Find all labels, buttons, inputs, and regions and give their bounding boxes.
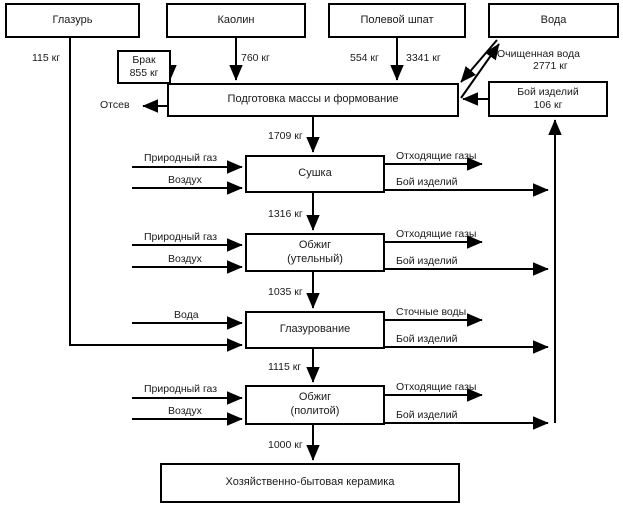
- label-to-glazing: 1035 кг: [268, 286, 303, 298]
- wire-water-to-main: [460, 39, 498, 83]
- label-glost-scrap: Бой изделий: [396, 409, 458, 421]
- label-glazing-scrap: Бой изделий: [396, 333, 458, 345]
- process-box-main-preparation[interactable]: Подготовка массы и формование: [167, 83, 459, 117]
- process-box-drying-label: Сушка: [298, 167, 332, 180]
- scrap-box[interactable]: Бой изделий 106 кг: [488, 81, 608, 117]
- label-to-drying: 1709 кг: [268, 130, 303, 142]
- label-glaze-qty: 115 кг: [32, 52, 61, 64]
- reject-box[interactable]: Брак 855 кг: [117, 50, 171, 84]
- label-drying-natural-gas: Природный газ: [144, 152, 218, 164]
- scrap-box-line1: Бой изделий: [517, 85, 579, 98]
- process-box-glost-firing-line1: Обжиг: [298, 391, 332, 404]
- label-clean-water-line2: 2771 кг: [533, 60, 568, 72]
- label-glost-flue-gases: Отходящие газы: [396, 381, 477, 393]
- label-drying-air: Воздух: [168, 174, 202, 186]
- reject-box-line1: Брак: [132, 53, 156, 66]
- reject-box-line2: 855 кг: [129, 67, 159, 79]
- label-to-glost: 1115 кг: [268, 361, 302, 373]
- label-feldspar-qty: 554 кг: [350, 52, 379, 64]
- process-box-glost-firing[interactable]: Обжиг (политой): [245, 385, 385, 425]
- process-box-main-preparation-label: Подготовка массы и формование: [227, 93, 399, 106]
- process-box-biscuit-firing[interactable]: Обжиг (утельный): [245, 233, 385, 272]
- label-clean-water-line1: Очищенная вода: [497, 48, 580, 60]
- label-glost-natural-gas: Природный газ: [144, 383, 218, 395]
- label-drying-flue-gases: Отходящие газы: [396, 150, 477, 162]
- input-box-kaolin-label: Каолин: [217, 13, 255, 26]
- label-water-qty: 3341 кг: [406, 52, 441, 64]
- input-box-glaze[interactable]: Глазурь: [5, 3, 140, 38]
- label-drying-scrap: Бой изделий: [396, 176, 458, 188]
- label-to-product: 1000 кг: [268, 439, 303, 451]
- process-box-glazing[interactable]: Глазурование: [245, 311, 385, 349]
- process-box-glost-firing-line2: (политой): [290, 405, 340, 417]
- process-box-glazing-label: Глазурование: [279, 323, 351, 336]
- label-glazing-waste-water: Сточные воды: [396, 306, 467, 318]
- label-biscuit-natural-gas: Природный газ: [144, 231, 218, 243]
- label-kaolin-qty: 760 кг: [241, 52, 270, 64]
- input-box-water-label: Вода: [540, 13, 567, 26]
- input-box-kaolin[interactable]: Каолин: [166, 3, 306, 38]
- output-box-ceramics[interactable]: Хозяйственно-бытовая керамика: [160, 463, 460, 503]
- input-box-water[interactable]: Вода: [488, 3, 619, 38]
- input-box-glaze-label: Глазурь: [52, 13, 93, 26]
- input-box-feldspar-label: Полевой шпат: [360, 13, 434, 26]
- scrap-box-line2: 106 кг: [533, 99, 563, 111]
- process-box-biscuit-firing-line2: (утельный): [287, 252, 343, 265]
- label-glazing-water: Вода: [174, 309, 199, 321]
- input-box-feldspar[interactable]: Полевой шпат: [328, 3, 466, 38]
- output-box-ceramics-label: Хозяйственно-бытовая керамика: [225, 476, 395, 489]
- process-box-biscuit-firing-line1: Обжиг: [298, 238, 332, 251]
- label-to-biscuit: 1316 кг: [268, 208, 303, 220]
- label-glost-air: Воздух: [168, 405, 202, 417]
- label-biscuit-scrap: Бой изделий: [396, 255, 458, 267]
- label-biscuit-air: Воздух: [168, 253, 202, 265]
- label-biscuit-flue-gases: Отходящие газы: [396, 228, 477, 240]
- label-screenings: Отсев: [100, 99, 130, 111]
- process-box-drying[interactable]: Сушка: [245, 155, 385, 193]
